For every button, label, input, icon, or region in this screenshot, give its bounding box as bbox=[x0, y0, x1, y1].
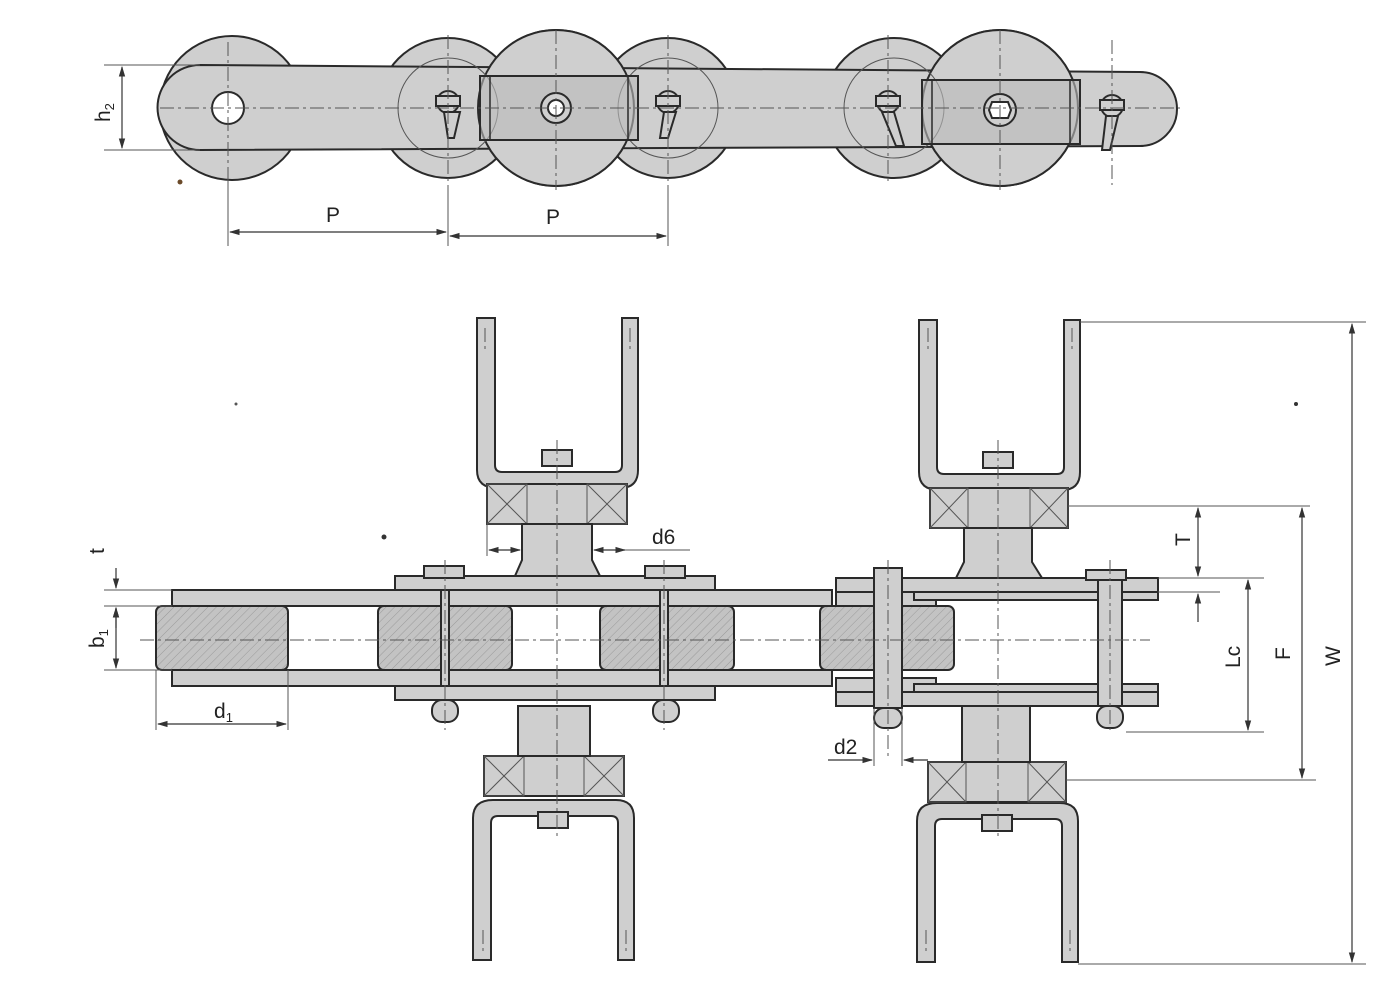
dim-d6-label: d6 bbox=[652, 526, 675, 549]
dim-W-label: W bbox=[1322, 646, 1345, 666]
dim-h2-label: h2 bbox=[92, 103, 117, 122]
dim-d1-label: d1 bbox=[214, 700, 233, 725]
dim-Lc-label: Lc bbox=[1222, 646, 1245, 668]
dim-pitch-label-2: P bbox=[546, 206, 560, 229]
side-view: h2 P P bbox=[92, 29, 1180, 246]
dim-F-label: F bbox=[1272, 647, 1295, 660]
lower-bracket-left bbox=[472, 799, 635, 961]
side-attachment-block-2 bbox=[921, 79, 1081, 145]
outer-plate-bottom bbox=[171, 669, 833, 687]
plan-view: t b1 d1 d6 d2 T Lc F bbox=[86, 317, 1366, 965]
outer-plate-top bbox=[171, 589, 833, 607]
roller-1 bbox=[155, 605, 289, 671]
dim-pitch-label-1: P bbox=[326, 204, 340, 227]
dim-T-label: T bbox=[1172, 533, 1195, 546]
dim-d2-label: d2 bbox=[834, 736, 857, 759]
lower-bracket-right bbox=[916, 802, 1079, 963]
dim-t-label: t bbox=[86, 548, 109, 554]
dim-b1-label: b1 bbox=[86, 629, 111, 648]
